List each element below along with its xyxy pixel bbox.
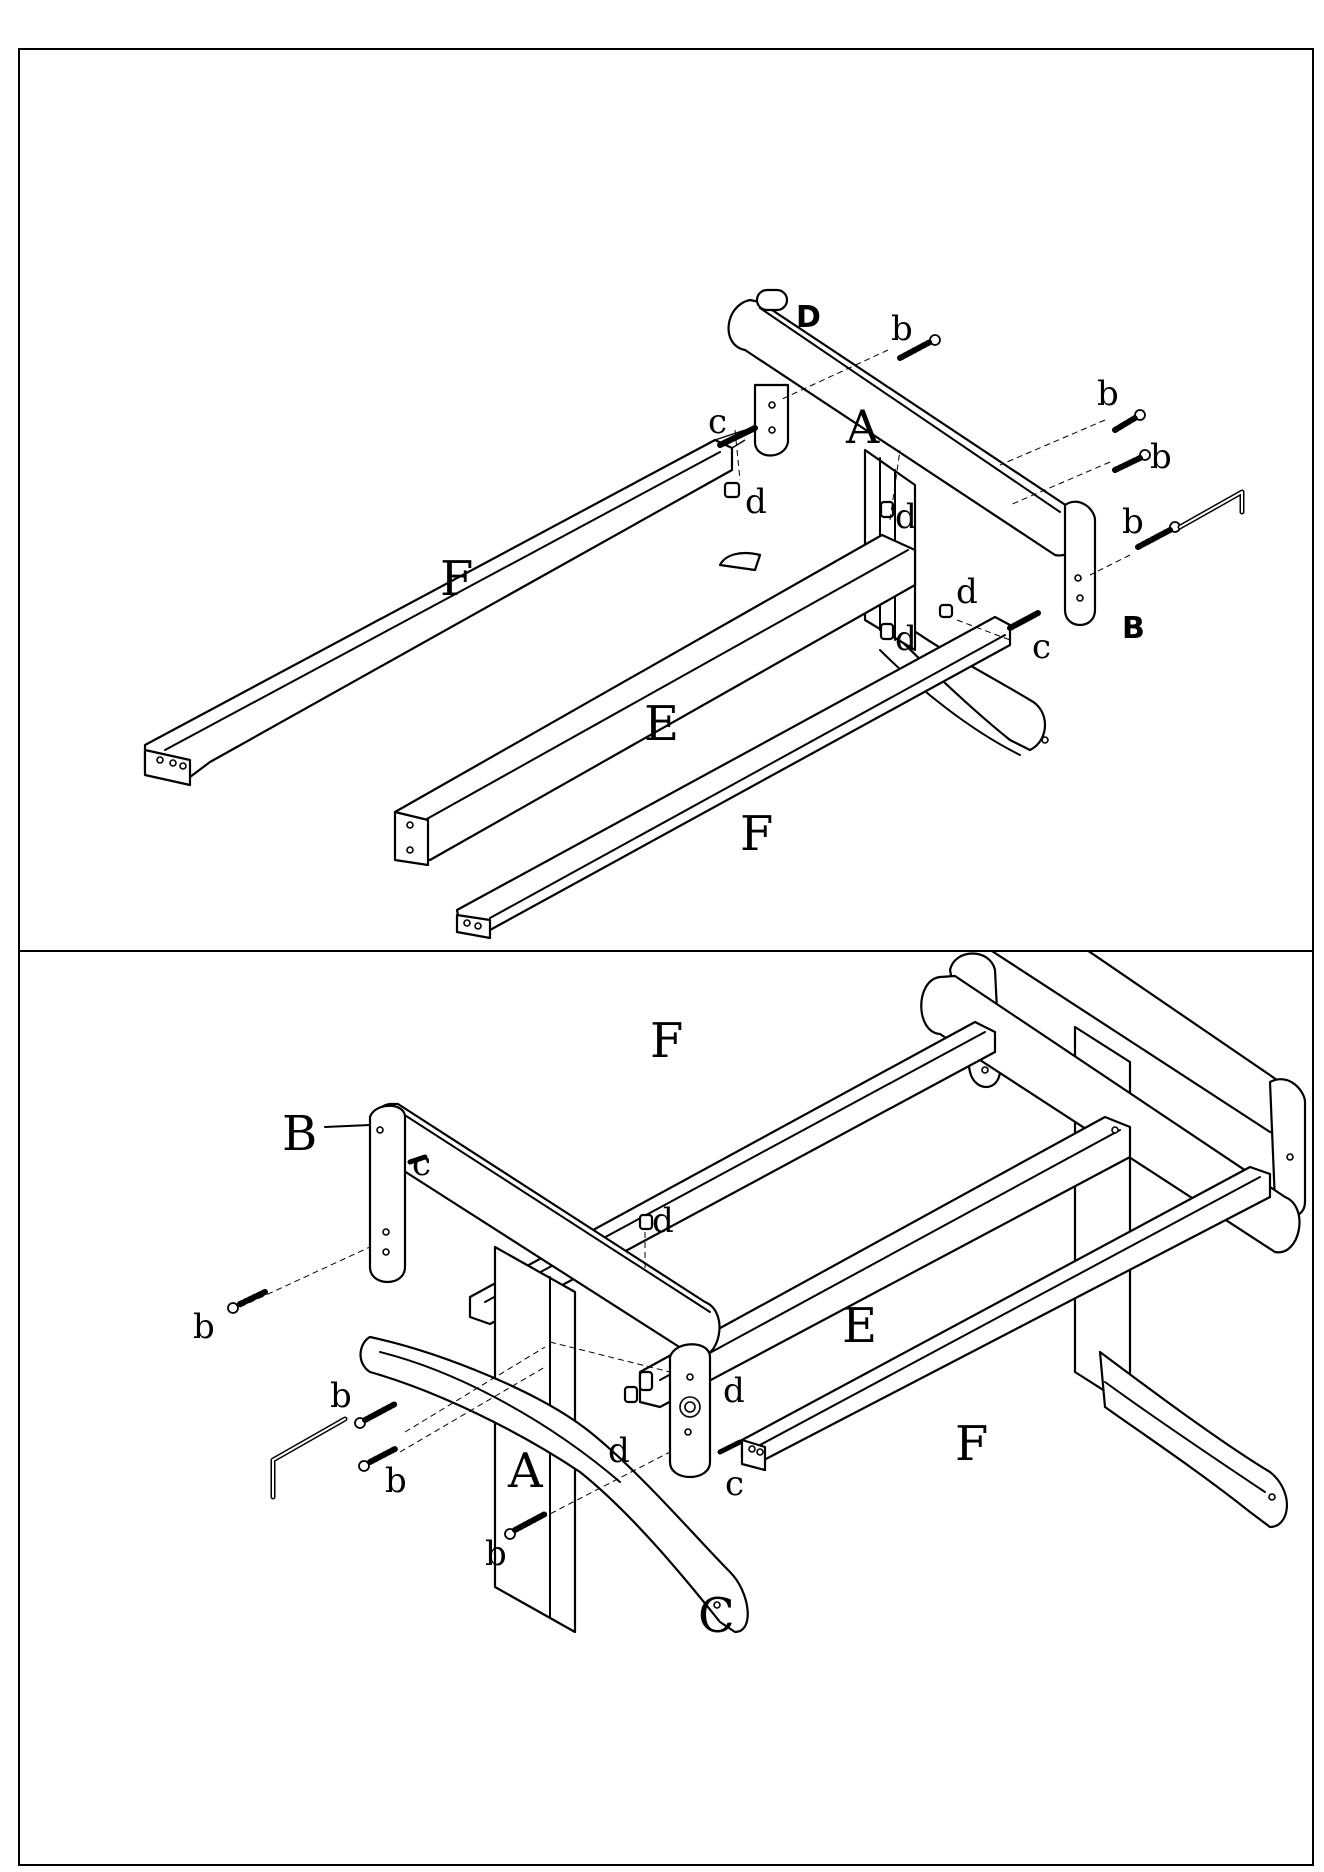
label-F-near: F [955,1416,988,1472]
label-d-4: d [956,572,978,612]
label-d-1: d [745,482,767,522]
label-C: C [698,1588,735,1644]
label-b-1: b [891,309,913,349]
label-E: E [644,696,679,752]
label-d-3: d [608,1431,630,1471]
label-b-2: b [1097,374,1119,414]
label-d-1: d [652,1201,674,1241]
label-d-2: d [895,497,917,537]
label-c-left: c [708,402,727,442]
label-b-2: b [330,1376,352,1416]
part-B-bracket [1065,502,1095,625]
assembly-step-bottom-panel: B A C F F E c c d d d b b b b [18,950,1314,1866]
top-assembly-diagram: D A B F F E c c d d d d b b b b [20,50,1316,954]
allen-key [273,1419,345,1497]
label-c-left: c [412,1144,431,1184]
label-D: D [796,300,821,335]
label-b-4: b [1122,502,1144,542]
label-E: E [842,1298,877,1354]
label-B: B [1122,611,1145,646]
label-d-3: d [895,619,917,659]
label-b-1: b [193,1307,215,1347]
label-A: A [507,1443,544,1499]
label-B: B [282,1106,317,1162]
part-C-bracket [670,1344,710,1477]
label-c-right: c [725,1464,744,1504]
label-F-far: F [650,1013,683,1069]
label-F-right: F [740,806,773,862]
label-b-3: b [1150,437,1172,477]
label-b-4: b [485,1534,507,1574]
label-A: A [845,400,880,454]
label-b-3: b [385,1461,407,1501]
bottom-assembly-diagram: B A C F F E c c d d d b b b b [20,952,1316,1868]
part-B-bracket [370,1106,405,1282]
allen-key [1180,492,1242,527]
label-c-right: c [1032,627,1051,667]
label-B-leader [325,1125,370,1127]
label-F-left: F [440,551,473,607]
label-d-2: d [723,1371,745,1411]
assembly-step-top-panel: D A B F F E c c d d d d b b b b [18,48,1314,952]
